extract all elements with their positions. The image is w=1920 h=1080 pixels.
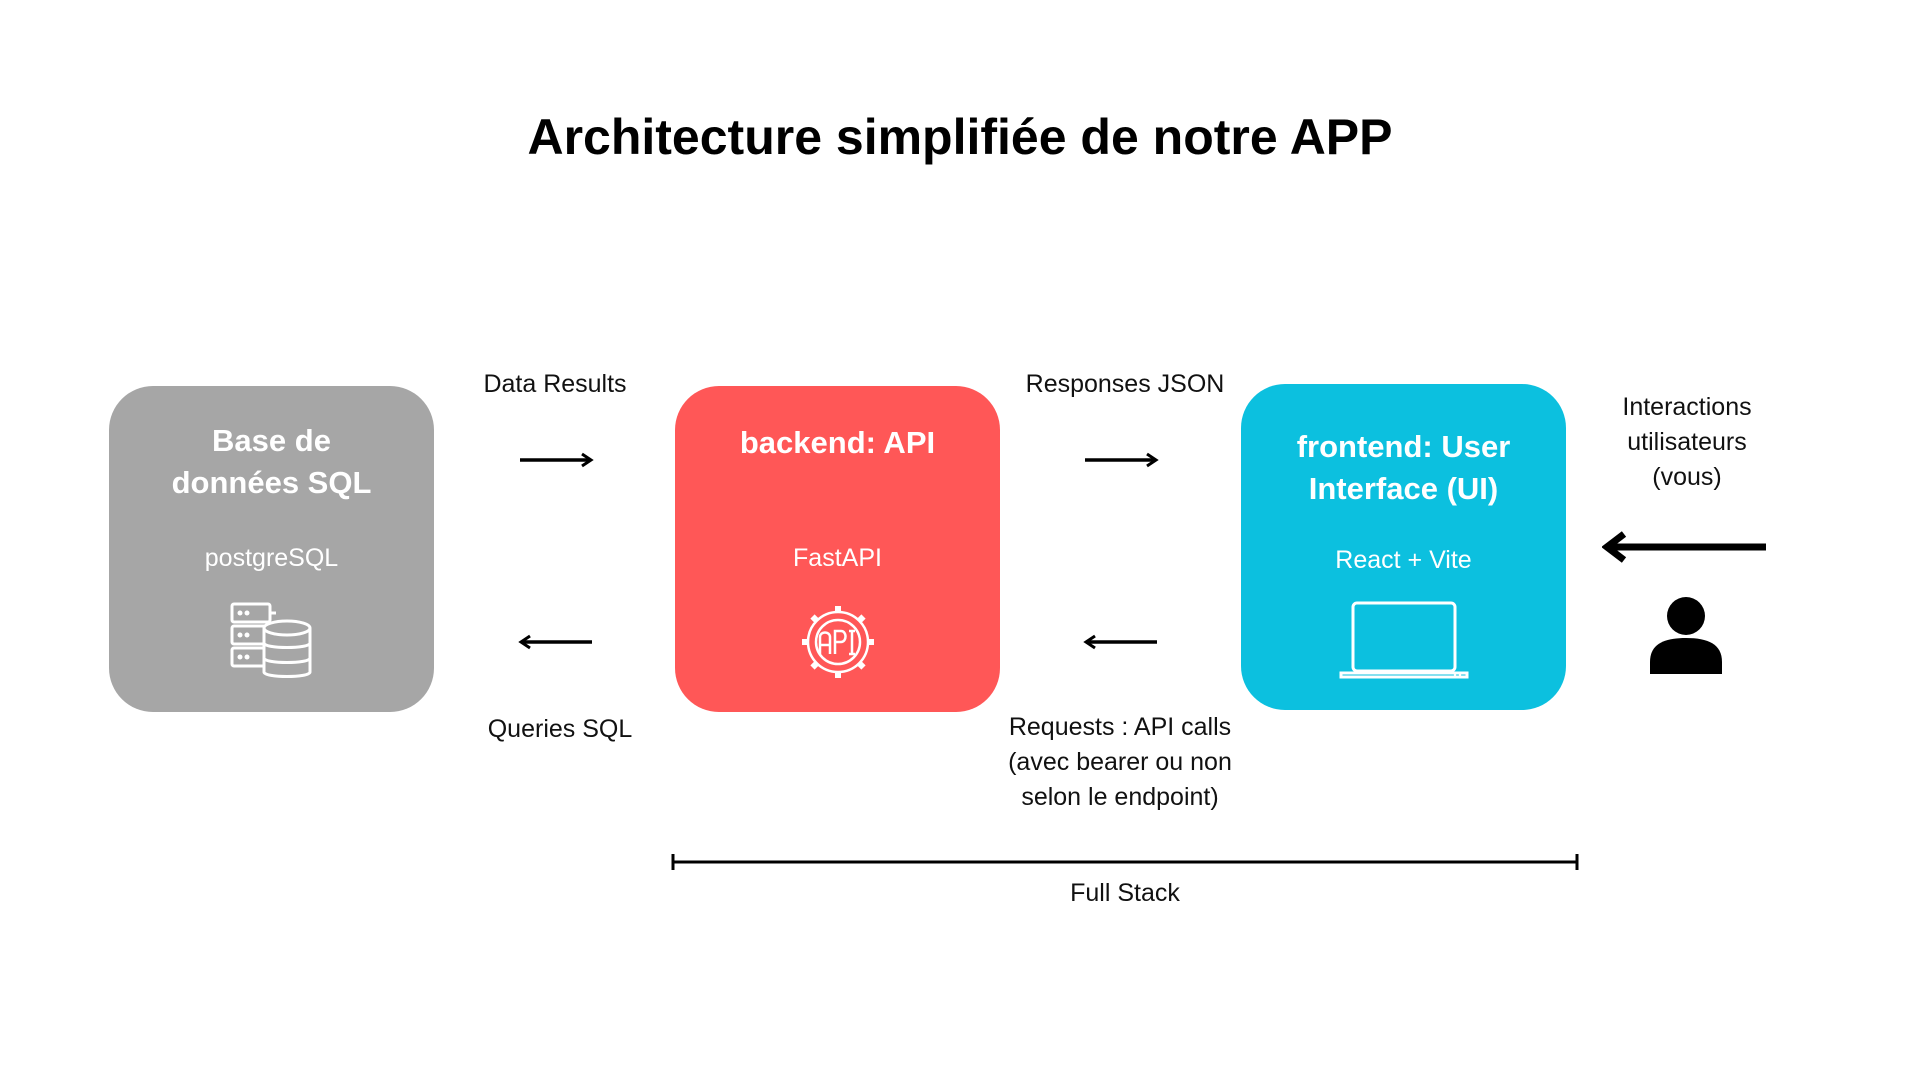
arrow-db-to-api [520, 452, 594, 468]
arrow-api-to-db [518, 634, 592, 650]
user-label-line1: Interactions [1622, 393, 1752, 421]
database-node: Base de données SQL postgreSQL [109, 386, 434, 712]
requests-line2: (avec bearer ou non [1008, 748, 1232, 776]
frontend-subtitle: React + Vite [1335, 546, 1472, 574]
full-stack-label: Full Stack [1070, 879, 1180, 907]
label-responses-json: Responses JSON [1025, 370, 1225, 398]
backend-subtitle: FastAPI [793, 544, 882, 572]
frontend-title-line2: Interface (UI) [1308, 471, 1499, 506]
database-server-icon [230, 602, 314, 687]
database-title-line2: données SQL [171, 465, 372, 500]
arrow-ui-to-api [1083, 634, 1157, 650]
requests-line1: Requests : API calls [1008, 713, 1232, 741]
backend-title: backend: API [739, 425, 936, 460]
arrow-user-to-ui [1602, 531, 1766, 563]
api-gear-icon [796, 600, 880, 689]
full-stack-bracket [671, 854, 1579, 870]
user-label-line3: (vous) [1652, 463, 1722, 491]
arrow-api-to-ui [1085, 452, 1159, 468]
laptop-icon [1339, 600, 1469, 685]
user-label-line2: utilisateurs [1627, 428, 1747, 456]
label-queries-sql: Queries SQL [487, 715, 633, 743]
label-requests: Requests : API calls (avec bearer ou non… [960, 710, 1280, 815]
database-node-title: Base de données SQL [119, 420, 424, 504]
frontend-title-line1: frontend: User [1296, 429, 1511, 464]
label-data-results: Data Results [483, 370, 627, 398]
database-subtitle: postgreSQL [204, 544, 339, 572]
database-title-line1: Base de [212, 423, 331, 458]
backend-node: backend: API FastAPI [675, 386, 1000, 712]
person-icon [1650, 597, 1722, 674]
frontend-node-title: frontend: User Interface (UI) [1251, 426, 1556, 510]
user-label: Interactions utilisateurs (vous) [1592, 390, 1782, 495]
frontend-node: frontend: User Interface (UI) React + Vi… [1241, 384, 1566, 710]
diagram-title: Architecture simplifiée de notre APP [527, 109, 1393, 165]
requests-line3: selon le endpoint) [1021, 783, 1219, 811]
